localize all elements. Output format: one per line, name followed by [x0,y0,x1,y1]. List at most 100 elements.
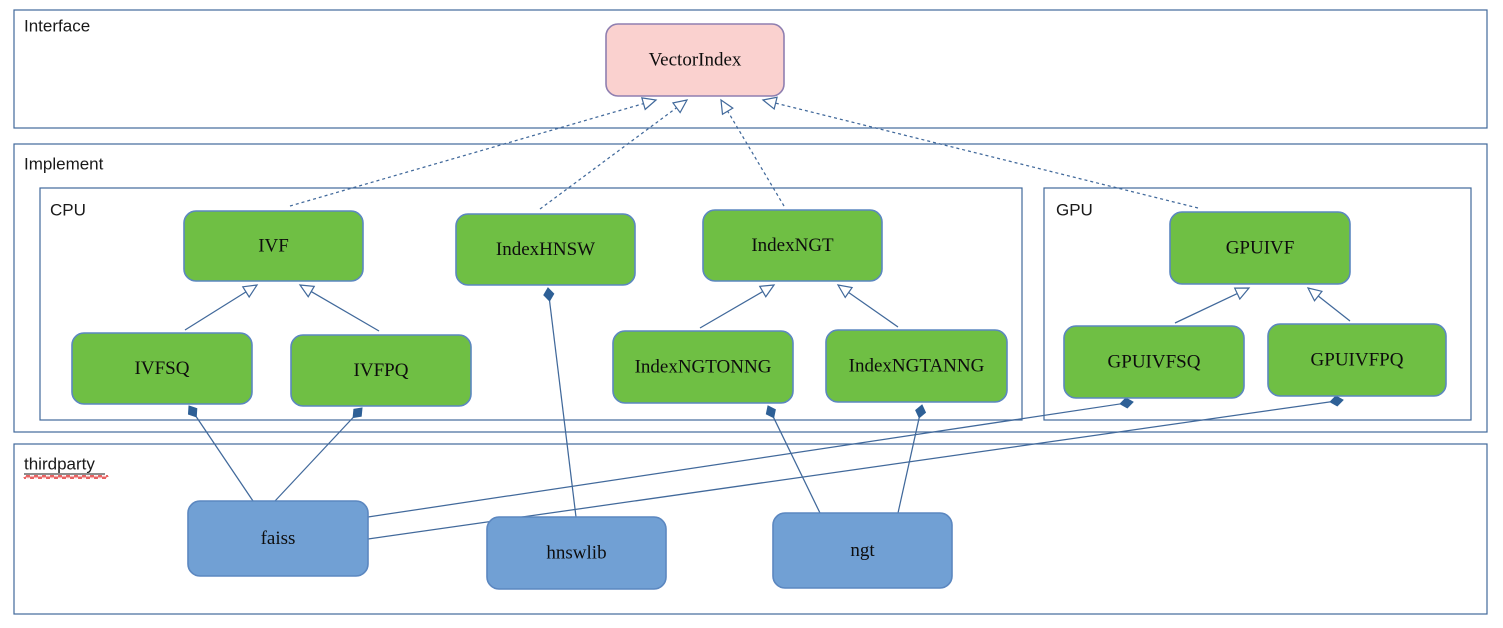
edge-indexhnsw-vectorindex [539,99,689,210]
node-ngt-box[interactable] [772,512,953,589]
edge-ngt-indexngtanng-diamond [915,404,927,419]
edge-ivf-vectorindex [289,97,658,207]
node-indexhnsw-box[interactable] [455,213,636,286]
node-indexngtanng[interactable]: IndexNGTANNG [825,329,1008,403]
node-vectorindex[interactable]: VectorIndex [605,23,785,97]
edge-ivfpq-ivf-arrowhead [298,284,316,298]
node-gpuivfsq[interactable]: GPUIVFSQ [1063,325,1245,399]
edge-ivfpq-ivf [298,284,380,332]
edge-faiss-gpuivfpq [367,395,1344,540]
edge-gpuivfpq-gpuivf [1306,287,1351,322]
edge-faiss-ivfsq-line [195,416,254,502]
edge-indexngtanng-indexngt-arrowhead [836,284,854,299]
node-ivfpq-label: IVFPQ [354,360,409,381]
edge-hnswlib-indexhnsw-line [548,300,577,518]
node-indexngtanng-box[interactable] [825,329,1008,403]
node-ngt[interactable]: ngt [772,512,953,589]
node-hnswlib-box[interactable] [486,516,667,590]
node-vectorindex-label: VectorIndex [649,49,742,70]
edge-gpuivf-vectorindex-line [775,102,1199,209]
node-gpuivfsq-box[interactable] [1063,325,1245,399]
container-thirdparty-label: thirdparty [24,454,95,473]
edge-indexngtanng-indexngt-line [848,291,899,328]
edge-indexngt-vectorindex-arrowhead [720,98,734,116]
edge-gpuivfpq-gpuivf-arrowhead [1306,287,1323,302]
node-indexngtonng[interactable]: IndexNGTONNG [612,330,794,404]
node-gpuivfsq-label: GPUIVFSQ [1108,351,1201,372]
edge-gpuivfpq-gpuivf-line [1317,295,1351,322]
node-vectorindex-box[interactable] [605,23,785,97]
edge-hnswlib-indexhnsw-diamond [543,287,555,302]
edge-indexngtanng-indexngt [836,284,899,328]
edge-ngt-indexngtonng [765,405,821,514]
node-indexngt-box[interactable] [702,209,883,282]
edge-faiss-gpuivfsq-line [367,403,1121,518]
node-indexhnsw[interactable]: IndexHNSW [455,213,636,286]
node-indexhnsw-label: IndexHNSW [496,239,595,260]
node-gpuivfpq[interactable]: GPUIVFPQ [1267,323,1447,397]
container-gpu-label: GPU [1056,200,1093,219]
node-gpuivf-box[interactable] [1169,211,1351,285]
node-faiss[interactable]: faiss [187,500,369,577]
edge-ivfsq-ivf-line [184,291,247,331]
edge-ivf-vectorindex-line [289,103,644,207]
node-gpuivfpq-label: GPUIVFPQ [1311,349,1404,370]
node-faiss-label: faiss [261,528,296,549]
container-thirdparty-spellcheck-underline [23,474,109,480]
node-indexngtanng-label: IndexNGTANNG [849,355,985,376]
node-ivfsq-box[interactable] [71,332,253,405]
edge-indexngtonng-indexngt-line [699,290,764,329]
edge-ivfsq-ivf [184,284,259,331]
edge-faiss-gpuivfpq-line [367,401,1331,540]
edge-indexngtonng-indexngt-arrowhead [758,284,776,298]
node-ivfsq-label: IVFSQ [135,358,190,379]
container-cpu-label: CPU [50,200,86,219]
edge-ngt-indexngtanng-line [897,417,920,514]
node-gpuivf[interactable]: GPUIVF [1169,211,1351,285]
edge-gpuivf-vectorindex-arrowhead [761,96,778,111]
edge-ivfpq-ivf-line [310,291,380,332]
node-gpuivf-label: GPUIVF [1226,237,1295,258]
edge-indexngtonng-indexngt [699,284,776,329]
edge-gpuivf-vectorindex [761,96,1199,209]
node-gpuivfpq-box[interactable] [1267,323,1447,397]
node-ivf-box[interactable] [183,210,364,282]
edge-gpuivfsq-gpuivf-arrowhead [1233,287,1251,301]
node-indexngtonng-box[interactable] [612,330,794,404]
node-ivfsq[interactable]: IVFSQ [71,332,253,405]
edge-indexhnsw-vectorindex-arrowhead [671,99,689,114]
container-implement-label: Implement [24,154,104,173]
edge-faiss-gpuivfsq [367,397,1134,518]
edge-ngt-indexngtonng-line [773,417,821,514]
node-hnswlib-label: hnswlib [546,542,606,563]
edge-indexhnsw-vectorindex-line [539,107,677,210]
node-indexngt-label: IndexNGT [751,235,834,256]
edge-gpuivfsq-gpuivf [1174,287,1251,324]
edge-faiss-ivfsq-diamond [187,405,198,418]
edge-faiss-ivfpq [274,407,363,502]
edge-indexngt-vectorindex-line [727,110,785,207]
edge-faiss-ivfsq [187,405,254,502]
node-ngt-label: ngt [850,540,875,561]
edge-faiss-gpuivfsq-diamond [1119,397,1134,409]
node-ivfpq[interactable]: IVFPQ [290,334,472,407]
edge-ivfsq-ivf-arrowhead [241,284,259,299]
edge-faiss-ivfpq-diamond [352,407,363,419]
node-hnswlib[interactable]: hnswlib [486,516,667,590]
node-ivfpq-box[interactable] [290,334,472,407]
edge-ngt-indexngtonng-diamond [765,405,776,419]
node-ivf[interactable]: IVF [183,210,364,282]
edge-faiss-ivfpq-line [274,417,354,502]
container-interface-label: Interface [24,16,90,35]
edge-ngt-indexngtanng [897,404,927,514]
node-indexngt[interactable]: IndexNGT [702,209,883,282]
node-faiss-box[interactable] [187,500,369,577]
edge-gpuivfsq-gpuivf-line [1174,292,1238,324]
edge-indexngt-vectorindex [720,98,785,207]
node-ivf-label: IVF [258,235,289,256]
edge-hnswlib-indexhnsw [543,287,577,518]
node-indexngtonng-label: IndexNGTONNG [635,356,772,377]
